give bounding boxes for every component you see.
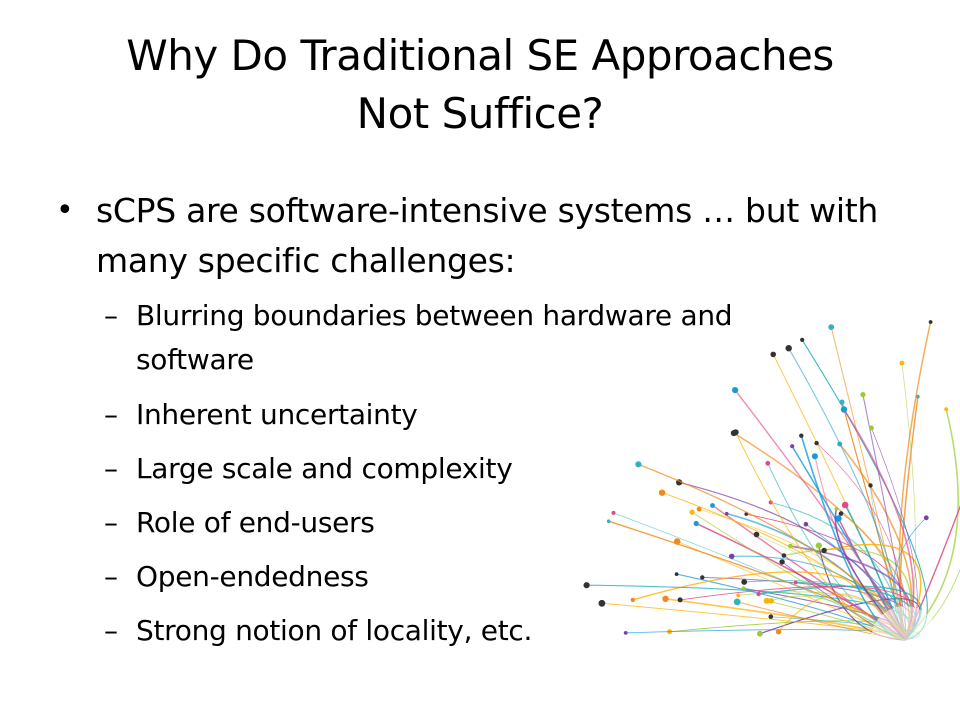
sub-bullet-text: Role of end-users — [136, 506, 375, 539]
starburst-node — [583, 582, 590, 589]
starburst-node — [785, 345, 792, 352]
starburst-node — [763, 597, 770, 604]
starburst-node — [736, 593, 741, 598]
starburst-node — [611, 510, 616, 515]
starburst-node — [768, 614, 774, 619]
starburst-node — [775, 629, 782, 635]
sub-bullet-item: – Strong notion of locality, etc. — [104, 609, 844, 653]
starburst-node — [724, 511, 729, 516]
sub-bullet-dash: – — [104, 506, 118, 539]
bullet-marker: • — [56, 193, 74, 228]
starburst-node — [623, 631, 628, 635]
sub-bullet-item: – Role of end-users — [104, 501, 844, 545]
starburst-node — [860, 392, 866, 398]
sub-bullet-dash: – — [104, 299, 118, 332]
starburst-node — [868, 483, 873, 488]
sub-bullet-text: Large scale and complexity — [136, 452, 513, 485]
starburst-node — [799, 433, 804, 438]
starburst-node — [793, 580, 798, 585]
starburst-node — [756, 591, 761, 597]
starburst-node — [689, 509, 695, 515]
starburst-node — [733, 598, 741, 606]
starburst-node — [674, 572, 679, 576]
starburst-node — [841, 501, 849, 509]
starburst-node — [815, 542, 822, 549]
slide-title: Why Do Traditional SE Approaches Not Suf… — [40, 27, 920, 143]
sub-bullet-dash: – — [104, 560, 118, 593]
sub-bullet-text: Strong notion of locality, etc. — [136, 614, 533, 647]
starburst-node — [732, 429, 739, 436]
sub-bullet-item: – Blurring boundaries between hardware a… — [104, 294, 844, 382]
starburst-node — [814, 440, 819, 446]
starburst-node — [757, 630, 763, 637]
starburst-node — [839, 399, 845, 405]
starburst-node — [677, 597, 683, 603]
starburst-strands — [583, 320, 960, 674]
starburst-node — [630, 597, 635, 603]
starburst-node — [598, 599, 606, 607]
starburst-node — [770, 351, 776, 358]
sub-bullet-item: – Large scale and complexity — [104, 447, 844, 491]
starburst-node — [693, 520, 699, 527]
starburst-node — [696, 506, 702, 512]
sub-bullet-text: Inherent uncertainty — [136, 398, 418, 431]
starburst-node — [753, 531, 760, 538]
sub-bullet-dash: – — [104, 614, 118, 647]
sub-bullet-text: Blurring boundaries between hardware and… — [136, 299, 733, 376]
starburst-node — [840, 406, 848, 413]
starburst-node — [635, 461, 642, 468]
starburst-node — [765, 460, 771, 466]
sub-bullet-item: – Inherent uncertainty — [104, 393, 844, 437]
starburst-node — [834, 507, 839, 511]
starburst-node — [923, 515, 929, 521]
starburst-node — [662, 595, 669, 602]
starburst-node — [790, 444, 795, 449]
starburst-node — [868, 425, 874, 431]
starburst-node — [838, 511, 844, 516]
sub-bullet-item: – Open-endedness — [104, 555, 844, 599]
starburst-node — [658, 489, 666, 496]
starburst-node — [828, 324, 835, 330]
starburst-node — [928, 320, 933, 324]
starburst-node — [800, 337, 805, 342]
main-bullet: • sCPS are software-intensive systems … … — [56, 186, 896, 286]
starburst-node — [803, 521, 809, 527]
starburst-node — [781, 553, 787, 558]
main-bullet-text: sCPS are software-intensive systems … bu… — [96, 191, 878, 280]
slide-title-line-1: Why Do Traditional SE Approaches — [126, 31, 834, 80]
slide-title-line-2: Not Suffice? — [356, 89, 604, 138]
sub-bullet-dash: – — [104, 398, 118, 431]
starburst-node — [606, 519, 611, 523]
starburst-node — [944, 407, 949, 412]
starburst-node — [821, 547, 827, 554]
starburst-node — [899, 360, 905, 366]
starburst-node — [779, 559, 785, 565]
starburst-node — [728, 553, 735, 560]
sub-bullet-text: Open-endedness — [136, 560, 369, 593]
starburst-node — [710, 503, 715, 508]
starburst-node — [811, 453, 818, 460]
starburst-node — [732, 387, 739, 394]
starburst-node — [741, 579, 748, 585]
starburst-node — [700, 575, 705, 580]
starburst-hub — [871, 606, 939, 674]
sub-bullet-dash: – — [104, 452, 118, 485]
